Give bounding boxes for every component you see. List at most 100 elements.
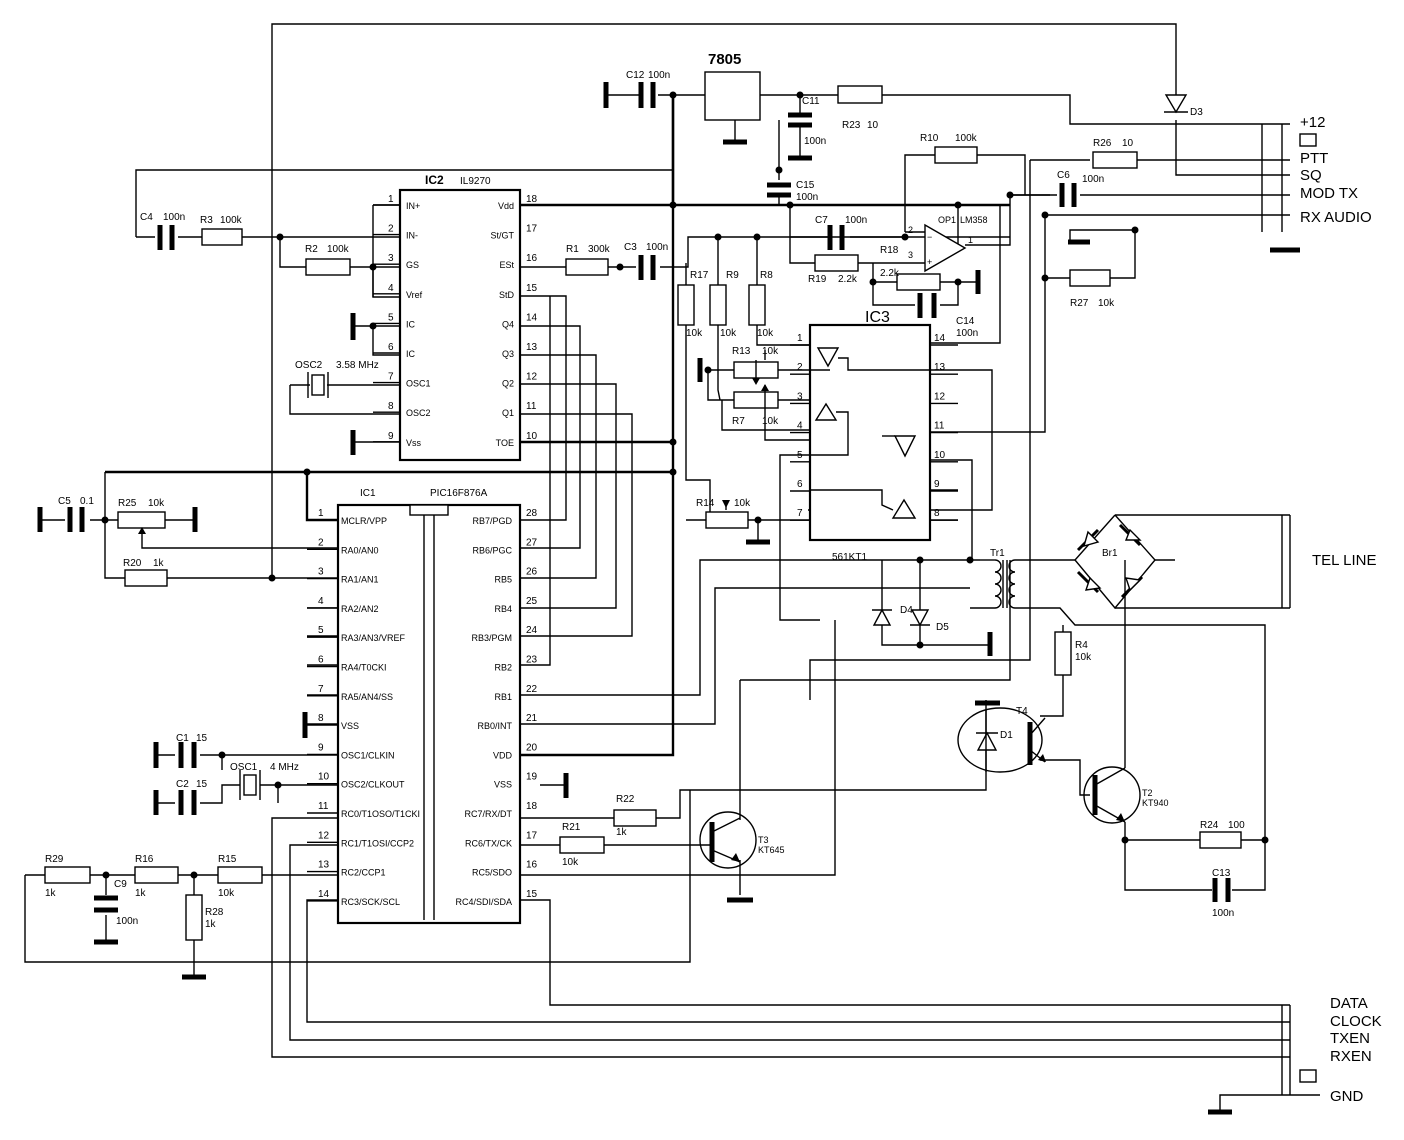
svg-text:T3: T3 [758,835,769,845]
ic1-pin-label: RB4 [494,604,512,614]
ic1-pin-label: RC0/T1OSO/T1CKI [341,809,420,819]
svg-text:IC1: IC1 [360,488,376,499]
resistor-r16 [134,866,179,884]
svg-text:C7: C7 [815,215,828,226]
ic1-pin-number: 22 [526,684,538,695]
svg-text:IC2: IC2 [425,173,444,187]
svg-text:100: 100 [1228,820,1245,831]
crystal-osc2 [307,372,329,398]
ic1-pin-number: 17 [526,830,538,841]
ic2-pin-label: Q1 [502,408,514,418]
svg-text:1k: 1k [153,558,165,569]
ic1-pin-number: 7 [318,684,324,695]
svg-text:4 MHz: 4 MHz [270,762,299,773]
ic2-pin-number: 10 [526,431,538,442]
ic2-pin-number: 3 [388,253,394,264]
ic2-pin-number: 9 [388,431,394,442]
ic1-pin-label: RB5 [494,575,512,585]
svg-text:100n: 100n [804,136,826,147]
svg-text:100n: 100n [163,212,185,223]
ic1-pin-number: 28 [526,508,538,519]
ic2-pin-label: Vss [406,438,422,448]
svg-text:C6: C6 [1057,170,1070,181]
resistor-r1 [565,258,609,276]
ic3-pin-number: 4 [797,421,803,432]
resistor-r3 [201,228,243,246]
ic2-pin-number: 8 [388,401,394,412]
svg-text:10k: 10k [720,328,737,339]
ic3-pin-number: 9 [934,479,940,490]
svg-text:C9: C9 [114,879,127,890]
ic3-pin-number: 11 [934,421,945,432]
resistors [44,85,1242,941]
ic1-pin-number: 14 [318,889,330,900]
capacitor-c1 [178,742,197,768]
ic1-pin-number: 3 [318,567,324,578]
svg-text:R17: R17 [690,270,709,281]
ic1-pin-number: 23 [526,655,538,666]
svg-text:R15: R15 [218,854,237,865]
crystal-osc1 [239,770,261,800]
capacitor-c3 [638,255,656,280]
capacitor-c9 [94,895,118,913]
svg-text:1: 1 [968,235,973,245]
capacitor-c11 [788,112,812,128]
ic2-pin-label: IN+ [406,201,420,211]
ic1-pin-label: VDD [493,750,513,760]
connector-gnd: GND [1330,1088,1364,1105]
component-labels: C12 100n C11 100n R23 10 R10 100k R26 10… [45,70,1245,930]
svg-text:C1: C1 [176,733,189,744]
ic2-pin-label: Q2 [502,379,514,389]
ic2-pin-label: GS [406,260,419,270]
svg-text:R13: R13 [732,346,751,357]
ic1-pin-number: 1 [318,508,324,519]
ic2-pin-number: 1 [388,194,394,205]
transformer-tr1 [994,559,1016,609]
svg-text:2: 2 [908,225,913,235]
ic2-pin-label: TOE [496,438,514,448]
ic1-pin-label: OSC2/CLKOUT [341,780,405,790]
svg-text:C15: C15 [796,180,815,191]
svg-text:R16: R16 [135,854,154,865]
svg-text:R10: R10 [920,133,939,144]
diode-d5 [910,609,930,627]
svg-text:R2: R2 [305,244,318,255]
svg-text:10k: 10k [734,498,751,509]
svg-text:R23: R23 [842,120,861,131]
svg-text:−: − [927,232,932,242]
ic2-pin-number: 2 [388,224,394,235]
resistor-r23 [837,85,883,104]
ic2-pin-number: 17 [526,224,538,235]
ic1-pin-number: 18 [526,801,538,812]
ic1-pin-number: 24 [526,625,538,636]
ic2-pin-number: 18 [526,194,538,205]
ic1-pin-label: MCLR/VPP [341,516,387,526]
svg-text:KT645: KT645 [758,845,785,855]
ic3-pin-number: 3 [797,391,803,402]
ic1-pin-number: 19 [526,772,538,783]
ic1-pin-label: VSS [341,721,359,731]
svg-text:3.58 MHz: 3.58 MHz [336,360,379,371]
svg-text:D5: D5 [936,622,949,633]
connector-rx-audio: RX AUDIO [1300,209,1372,226]
svg-text:100n: 100n [1082,174,1104,185]
ic1-pin-label: RC5/SDO [472,868,512,878]
junction-dots [101,91,1269,879]
svg-text:10k: 10k [686,328,703,339]
svg-text:IL9270: IL9270 [460,176,491,187]
resistor-r18 [896,273,941,291]
svg-text:100n: 100n [648,70,670,81]
svg-text:C5: C5 [58,496,71,507]
ic3-pin-number: 14 [934,333,946,344]
ic2-pin-label: OSC1 [406,379,431,389]
svg-text:100n: 100n [796,192,818,203]
ic2-pin-label: St/GT [490,231,514,241]
svg-text:100k: 100k [955,133,978,144]
svg-text:LM358: LM358 [960,215,988,225]
ic1-pin-number: 16 [526,860,538,871]
resistor-r9 [709,284,727,326]
resistor-r27 [1069,269,1111,287]
diode-d3: D3 [1164,94,1203,118]
